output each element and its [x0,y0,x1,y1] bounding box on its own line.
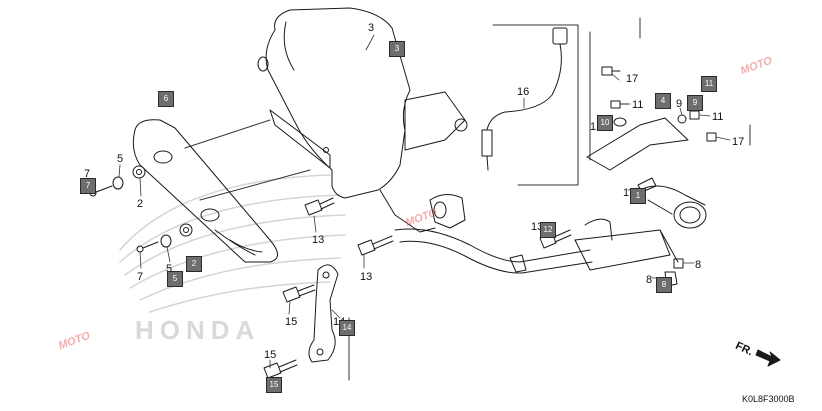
box-label-b6: 6 [158,91,174,107]
callout-c8b: 8 [646,274,653,286]
callout-c1b: 1 [623,187,630,199]
box-label-b2: 2 [186,256,202,272]
callout-c5a: 5 [117,153,124,165]
front-direction-arrow [755,349,781,367]
box-label-b9: 9 [687,95,703,111]
callout-c3: 3 [368,22,375,34]
heat-shield [132,119,278,263]
box-label-b11a: 11 [701,76,717,92]
fasteners [89,66,717,379]
callout-c8a: 8 [695,259,702,271]
callout-c13a: 13 [312,234,325,246]
callout-c15a: 15 [285,316,298,328]
callout-c17a: 17 [626,73,639,85]
callout-c5b: 5 [166,263,173,275]
callout-c17b: 17 [732,136,745,148]
oxygen-sensor [481,27,568,171]
box-label-b8: 8 [656,277,672,293]
leader-lines [87,34,731,369]
callout-c11a: 11 [632,99,644,111]
callout-c11b: 11 [712,111,724,123]
callout-c2a: 2 [137,198,144,210]
callout-c15b: 15 [264,349,277,361]
pipe-heat-guard [586,117,689,171]
callout-c16: 16 [517,86,530,98]
box-label-b10: 10 [597,115,613,131]
diagram-code: K0L8F3000B [742,394,795,404]
callout-c7a: 7 [84,168,91,180]
callout-c7b: 7 [137,271,144,283]
callout-c9: 9 [676,98,683,110]
box-label-b14: 14 [339,320,355,336]
box-label-b3: 3 [389,41,405,57]
callout-c1a: 1 [590,121,597,133]
brand-watermark: HONDA [135,315,261,345]
muffler [257,7,468,233]
box-label-b5: 5 [167,271,183,287]
box-label-b12: 12 [540,222,556,238]
box-label-b15: 15 [266,377,282,393]
mounting-bracket [308,264,339,363]
callout-c13c: 13 [360,271,373,283]
honda-wing-watermark [119,174,346,313]
callout-c13b: 13 [531,221,544,233]
box-label-b4: 4 [655,93,671,109]
box-label-b7: 7 [80,178,96,194]
box-label-b1: 1 [630,188,646,204]
